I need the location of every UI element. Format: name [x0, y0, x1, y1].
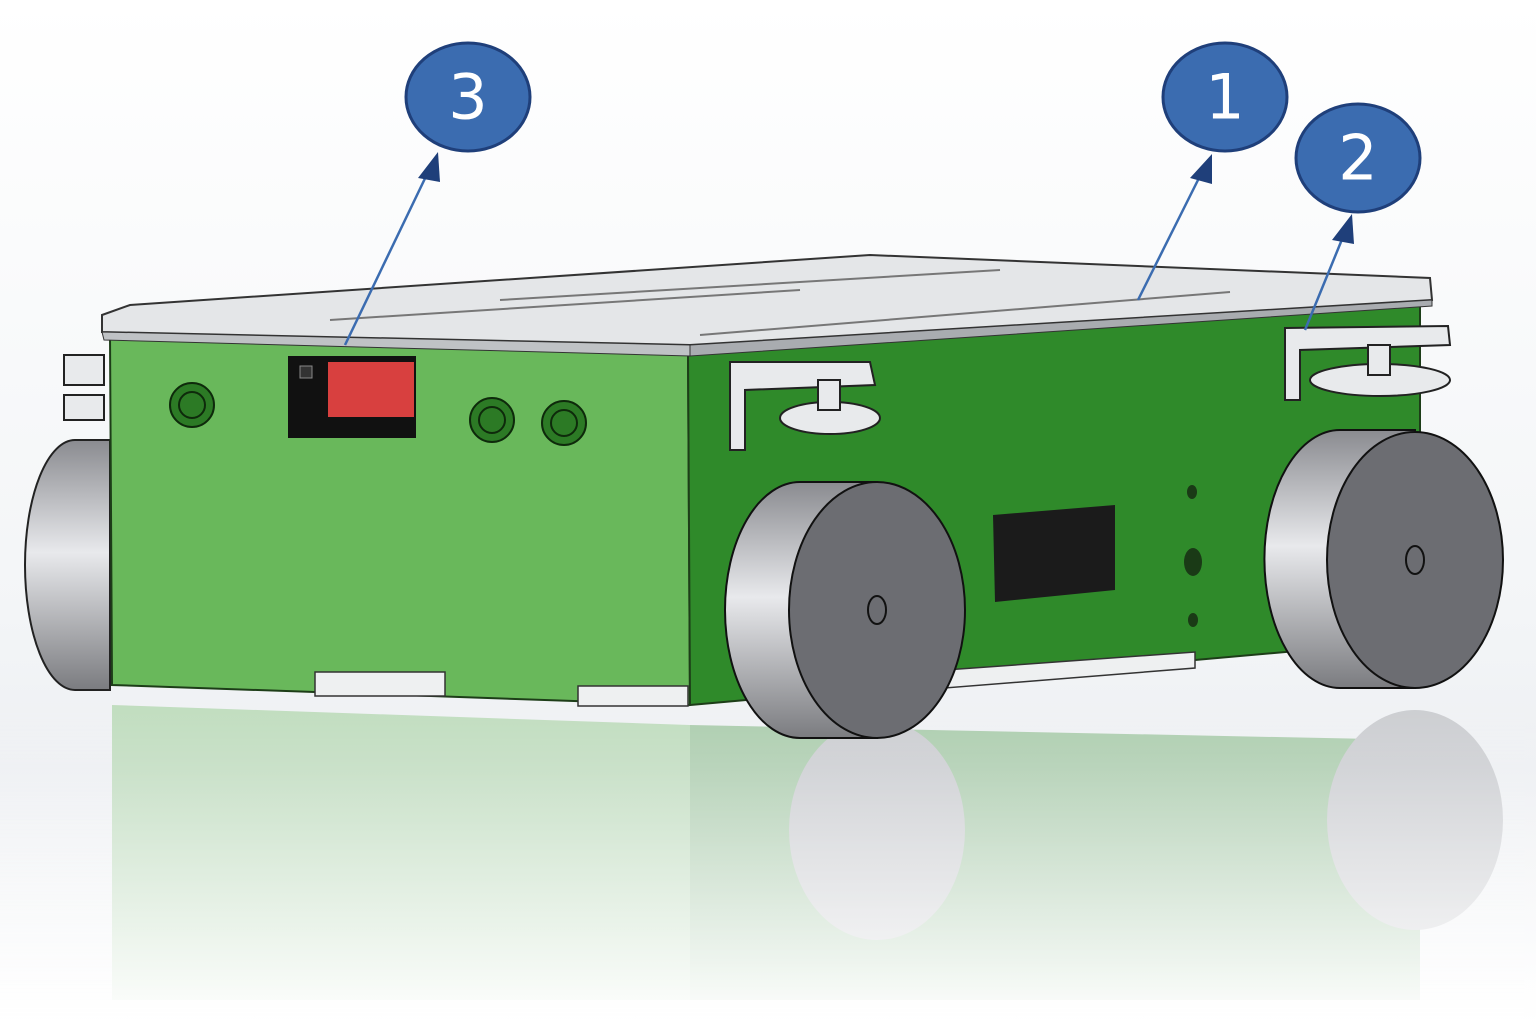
callout-2: 2 — [1294, 102, 1422, 214]
top-slots — [329, 269, 1231, 336]
panel-holes — [169, 382, 587, 446]
top-plate-side-edge — [689, 299, 1433, 357]
callout-2-label: 2 — [1338, 122, 1377, 195]
callout-3: 3 — [404, 41, 532, 153]
floor-reflection — [0, 700, 1536, 1024]
callout-3-label: 3 — [448, 61, 487, 134]
caster-bracket-rear — [1284, 324, 1452, 401]
rear-right-wheel — [1263, 429, 1504, 689]
callout-1-label: 1 — [1205, 61, 1244, 134]
caster-bracket-front — [729, 361, 881, 451]
callout-arrows — [343, 152, 1354, 346]
caster-bracket-left — [63, 354, 105, 421]
side-connector — [993, 505, 1115, 602]
power-switch — [288, 356, 416, 438]
left-wheel — [24, 439, 111, 691]
front-right-wheel — [724, 481, 966, 739]
callout-1: 1 — [1161, 41, 1289, 153]
side-holes — [1184, 485, 1202, 627]
